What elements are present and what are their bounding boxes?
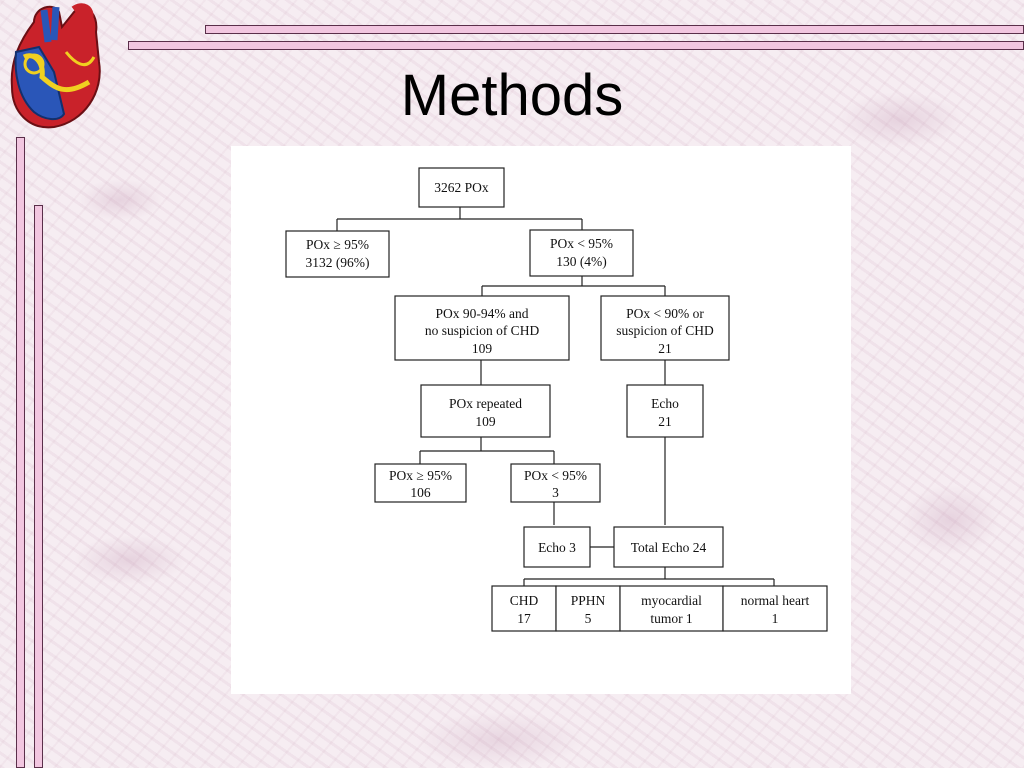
left-bar-inner	[34, 205, 43, 768]
node-high-line-1: POx ≥ 95%	[306, 237, 369, 252]
node-rep-high-line-2: 106	[410, 485, 431, 500]
node-mid-line-2: no suspicion of CHD	[425, 323, 540, 338]
node-mid-line-3: 109	[472, 341, 493, 356]
node-mid-line-1: POx 90-94% and	[436, 306, 529, 321]
node-normal-line-1: normal heart	[741, 593, 810, 608]
node-vlow-line-2: suspicion of CHD	[616, 323, 714, 338]
node-repeat: POx repeated 109	[420, 384, 551, 438]
node-rep-low-line-1: POx < 95%	[524, 468, 587, 483]
node-myocardial-line-1: myocardial	[641, 593, 702, 608]
node-root: 3262 POx	[418, 167, 505, 208]
node-mid: POx 90-94% and no suspicion of CHD 109	[394, 295, 570, 361]
node-myocardial-line-2: tumor 1	[650, 611, 692, 626]
node-total: Total Echo 24	[613, 526, 724, 568]
node-normal-line-2: 1	[772, 611, 779, 626]
heart-anatomy-icon	[10, 3, 101, 129]
node-echo3-line-1: Echo 3	[538, 540, 576, 555]
node-repeat-line-1: POx repeated	[449, 396, 522, 411]
node-rep-high-line-1: POx ≥ 95%	[389, 468, 452, 483]
flowchart-nodes: 3262 POx POx ≥ 95% 3132 (96%) POx < 95% …	[285, 167, 828, 632]
node-repeat-line-2: 109	[475, 414, 496, 429]
node-rep-high: POx ≥ 95% 106	[374, 463, 467, 503]
node-high: POx ≥ 95% 3132 (96%)	[285, 230, 390, 278]
edge-root-split	[336, 207, 583, 231]
left-bar-outer	[16, 137, 25, 768]
edge-total-split	[523, 567, 775, 586]
top-bar-upper	[205, 25, 1024, 34]
node-myocardial: myocardial tumor 1	[619, 585, 724, 632]
node-chd: CHD 17	[491, 585, 557, 632]
node-chd-line-2: 17	[517, 611, 531, 626]
node-normal: normal heart 1	[722, 585, 828, 632]
flowchart-diagram: 3262 POx POx ≥ 95% 3132 (96%) POx < 95% …	[285, 167, 828, 632]
node-rep-low-line-2: 3	[552, 485, 559, 500]
top-bar-lower	[128, 41, 1024, 50]
edge-low-split	[481, 276, 666, 296]
node-pphn-line-1: PPHN	[571, 593, 606, 608]
node-echo21-line-2: 21	[658, 414, 672, 429]
node-rep-low: POx < 95% 3	[510, 463, 601, 503]
node-low-line-1: POx < 95%	[550, 236, 613, 251]
node-echo21: Echo 21	[626, 384, 704, 438]
node-vlow: POx < 90% or suspicion of CHD 21	[600, 295, 730, 361]
node-total-line-1: Total Echo 24	[631, 540, 707, 555]
flowchart-panel: 3262 POx POx ≥ 95% 3132 (96%) POx < 95% …	[231, 146, 851, 694]
node-pphn-line-2: 5	[585, 611, 592, 626]
edge-repeat-split	[419, 437, 555, 464]
flowchart-edges	[336, 207, 775, 586]
node-pphn: PPHN 5	[555, 585, 621, 632]
slide-title: Methods	[400, 63, 624, 128]
node-vlow-line-3: 21	[658, 341, 672, 356]
node-root-line-1: 3262 POx	[434, 180, 489, 195]
node-echo21-line-1: Echo	[651, 396, 679, 411]
node-chd-line-1: CHD	[510, 593, 539, 608]
node-low: POx < 95% 130 (4%)	[529, 229, 634, 277]
node-low-line-2: 130 (4%)	[556, 254, 607, 269]
node-high-line-2: 3132 (96%)	[305, 255, 369, 270]
node-echo3: Echo 3	[523, 526, 591, 568]
node-vlow-line-1: POx < 90% or	[626, 306, 704, 321]
